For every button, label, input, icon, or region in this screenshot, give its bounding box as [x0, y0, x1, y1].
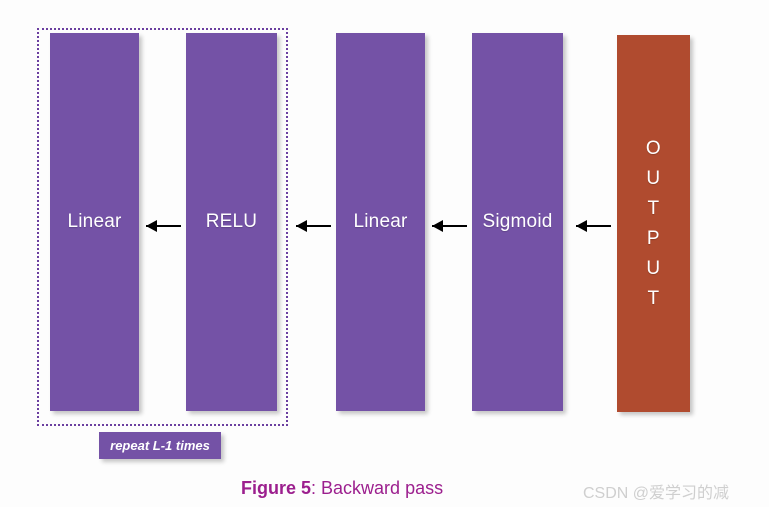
figure-caption: Figure 5: Backward pass: [241, 478, 443, 499]
block-output-label: O U T P U T: [645, 137, 662, 309]
arrow-shaft: [576, 225, 611, 227]
csdn-watermark: CSDN @爱学习的减: [583, 485, 730, 502]
arrow-head-left-icon: [576, 220, 587, 232]
arrow-shaft: [146, 225, 181, 227]
block-relu-1-label: RELU: [205, 211, 258, 232]
arrow-linear-2-to-relu: [296, 219, 331, 233]
arrow-sigmoid-to-linear-2: [432, 219, 467, 233]
figure-caption-label: Figure 5: [241, 478, 312, 498]
block-linear-2[interactable]: Linear: [336, 33, 425, 411]
block-linear-1[interactable]: Linear: [50, 33, 139, 411]
block-linear-1-label: Linear: [67, 211, 122, 232]
arrow-head-left-icon: [296, 220, 307, 232]
arrow-shaft: [432, 225, 467, 227]
repeat-group-dotted-frame: [37, 28, 288, 426]
block-output[interactable]: O U T P U T: [617, 35, 690, 412]
figure-caption-text: Backward pass: [321, 478, 444, 498]
repeat-times-badge: repeat L-1 times: [99, 432, 221, 459]
block-linear-2-label: Linear: [353, 211, 408, 232]
figure-caption-separator: :: [311, 478, 322, 498]
block-sigmoid-1[interactable]: Sigmoid: [472, 33, 563, 411]
arrow-head-left-icon: [146, 220, 157, 232]
block-sigmoid-1-label: Sigmoid: [482, 211, 553, 232]
repeat-times-badge-label: repeat L-1 times: [110, 438, 210, 453]
arrow-relu-to-linear-1: [146, 219, 181, 233]
arrow-output-to-sigmoid: [576, 219, 611, 233]
arrow-shaft: [296, 225, 331, 227]
arrow-head-left-icon: [432, 220, 443, 232]
block-relu-1[interactable]: RELU: [186, 33, 277, 411]
